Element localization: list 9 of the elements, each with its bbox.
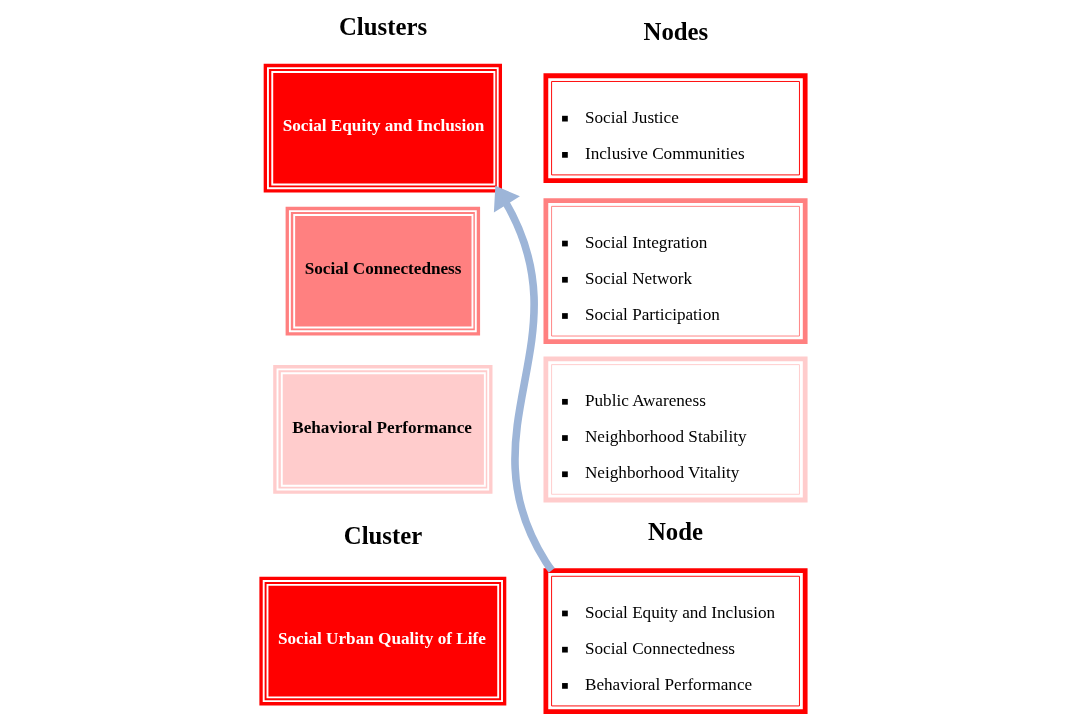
- node-box: Social Integration Social Network Social Participation: [543, 198, 808, 345]
- node-box: Social Equity and Inclusion Social Connectedness Behavioral Performance: [543, 568, 808, 715]
- arrow: [493, 185, 555, 573]
- label: Clusters: [338, 13, 427, 41]
- node-box: Social Justice Inclusive Communities: [543, 73, 808, 183]
- label: Cluster: [343, 522, 422, 550]
- label: Node: [647, 518, 703, 546]
- node-box: Public Awareness Neighborhood Stability Neighborhood Vitality: [543, 356, 808, 503]
- label: Nodes: [643, 17, 708, 45]
